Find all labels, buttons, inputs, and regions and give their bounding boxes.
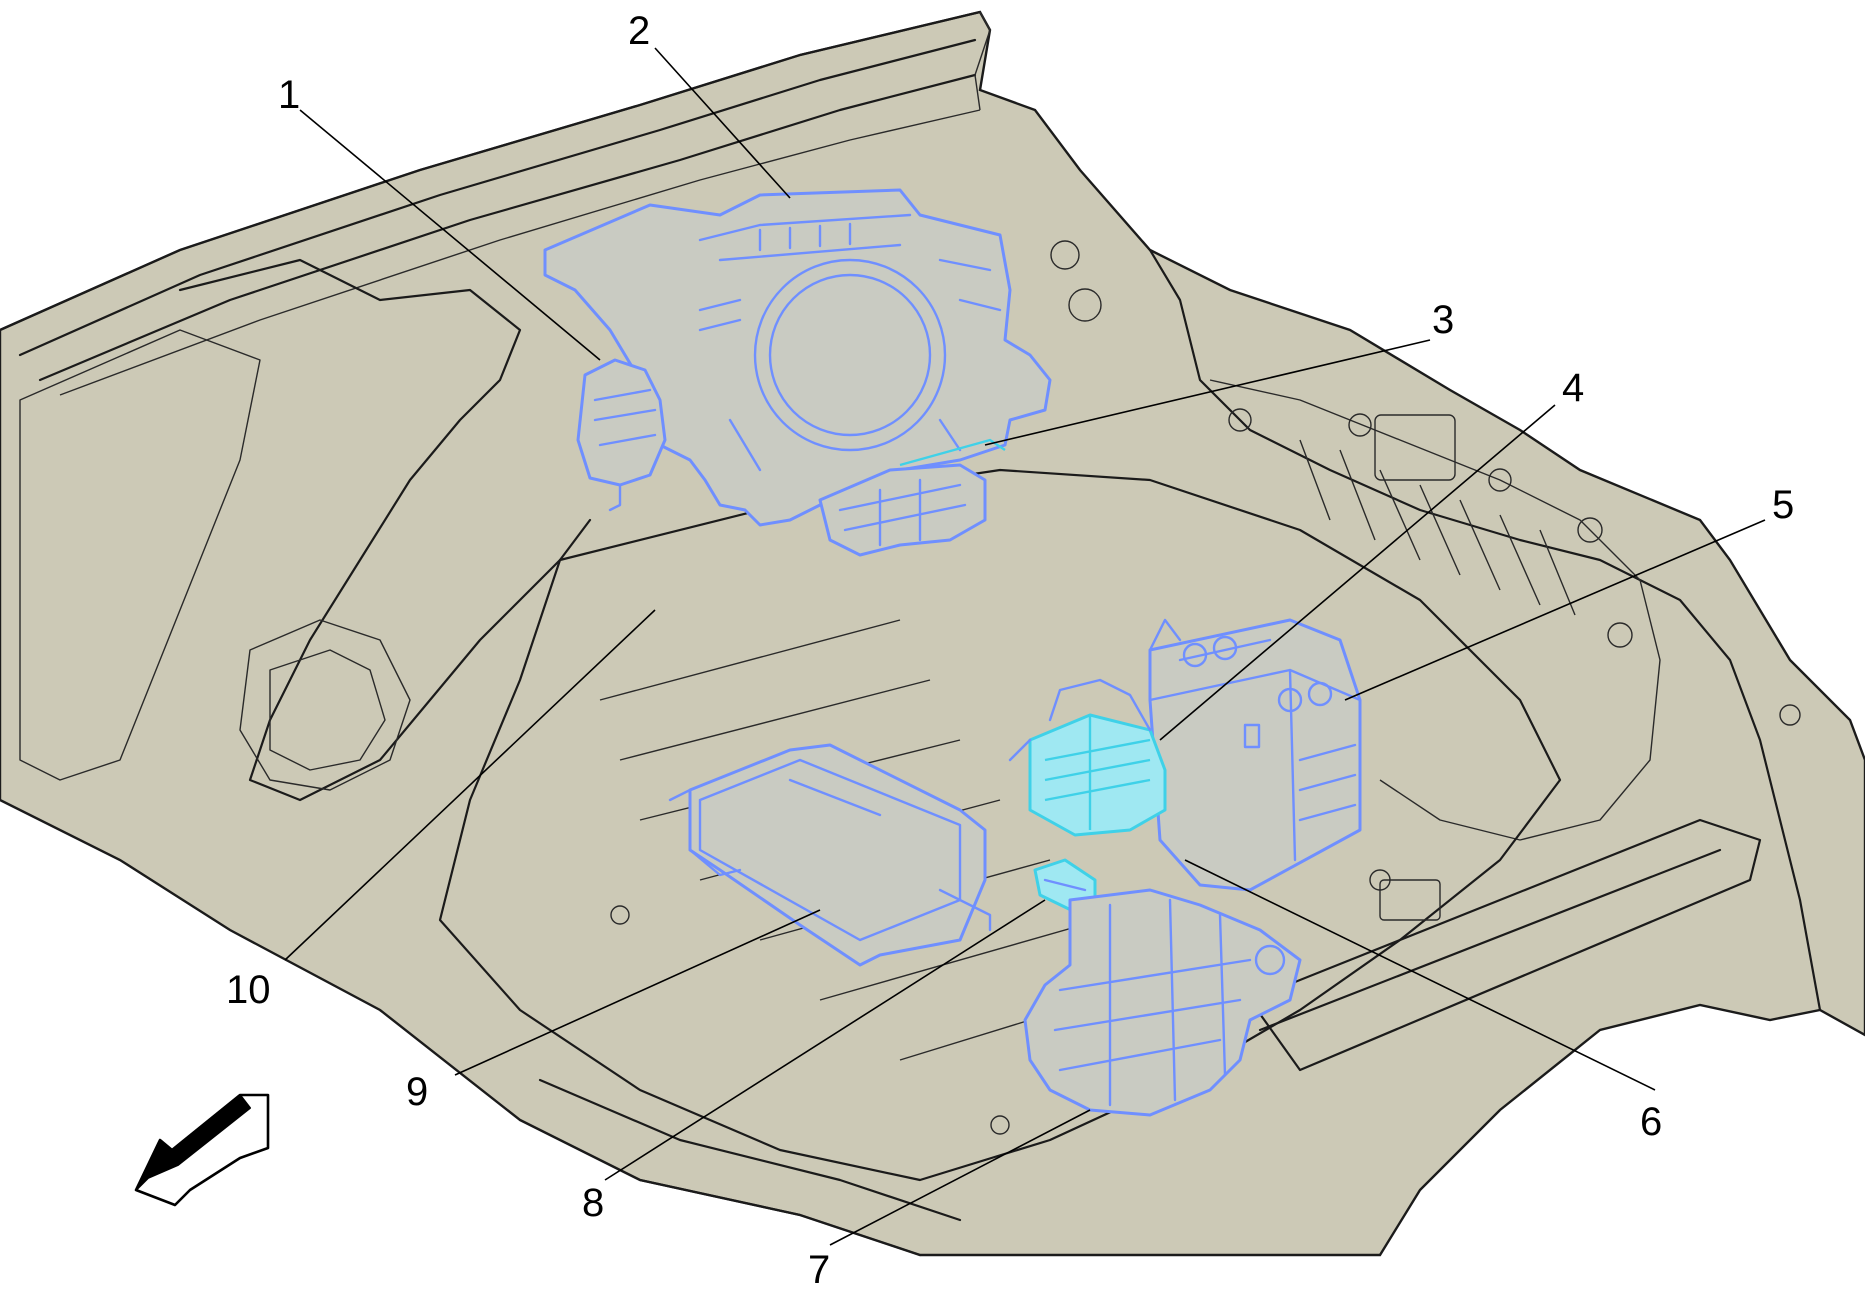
callout-5: 5 bbox=[1772, 483, 1794, 527]
component-3-bracket bbox=[818, 438, 1006, 557]
left-trim-panel bbox=[19, 329, 261, 781]
component-4-relay-block bbox=[1008, 678, 1167, 837]
body-grommet bbox=[610, 905, 630, 925]
left-wheelhouse bbox=[239, 619, 411, 791]
right-quarter-panel bbox=[1148, 248, 1822, 1012]
callout-6: 6 bbox=[1640, 1100, 1662, 1144]
body-grommet bbox=[1050, 240, 1080, 270]
rear-cross-member bbox=[1248, 818, 1762, 1072]
component-10-charger bbox=[668, 743, 992, 967]
component-7-control-module bbox=[1023, 888, 1302, 1117]
body-grommet bbox=[1607, 622, 1633, 648]
body-grommet bbox=[1068, 288, 1102, 322]
body-grommet bbox=[1488, 468, 1512, 492]
leader-line-6 bbox=[1184, 859, 1656, 1091]
leader-line-10 bbox=[284, 609, 656, 961]
callout-7: 7 bbox=[808, 1248, 830, 1292]
front-direction-arrow-icon bbox=[134, 1093, 270, 1207]
leader-line-2 bbox=[654, 47, 791, 199]
right-wheelhouse bbox=[1209, 379, 1661, 841]
callout-8: 8 bbox=[582, 1181, 604, 1225]
header-beam-detail bbox=[59, 11, 991, 396]
leader-line-1 bbox=[299, 109, 601, 361]
vehicle-rear-compartment bbox=[0, 10, 1865, 1257]
leader-line-5 bbox=[1344, 519, 1766, 701]
floor-bracket bbox=[1379, 879, 1441, 921]
rear-sill bbox=[518, 1078, 962, 1257]
leader-lines bbox=[284, 47, 1766, 1246]
callout-1: 1 bbox=[278, 73, 300, 117]
callout-labels: 1 2 3 4 5 6 7 8 9 10 bbox=[226, 9, 1794, 1292]
body-grommet bbox=[1577, 517, 1603, 543]
body-silhouette bbox=[0, 10, 1865, 1257]
hinge-bracket bbox=[1374, 414, 1456, 481]
callout-10: 10 bbox=[226, 968, 271, 1012]
rear-header-beam bbox=[0, 10, 982, 382]
body-grommet bbox=[1348, 413, 1372, 437]
component-5-battery bbox=[1148, 618, 1362, 892]
left-pillar bbox=[178, 258, 592, 802]
right-trim-ribs bbox=[1299, 439, 1576, 616]
body-grommet bbox=[1779, 704, 1801, 726]
callout-4: 4 bbox=[1562, 366, 1584, 410]
leader-line-3 bbox=[984, 339, 1431, 446]
leader-line-7 bbox=[829, 1109, 1091, 1246]
body-grommet bbox=[990, 1115, 1010, 1135]
callout-9: 9 bbox=[406, 1070, 428, 1114]
leader-line-8 bbox=[604, 899, 1046, 1181]
callout-3: 3 bbox=[1432, 298, 1454, 342]
component-1-module bbox=[576, 358, 667, 512]
callout-2: 2 bbox=[628, 9, 650, 53]
component-2-module bbox=[543, 188, 1052, 527]
rear-floor-pan bbox=[438, 468, 1562, 1182]
body-grommet bbox=[1228, 408, 1252, 432]
leader-line-9 bbox=[454, 909, 821, 1076]
leader-line-4 bbox=[1159, 404, 1556, 741]
